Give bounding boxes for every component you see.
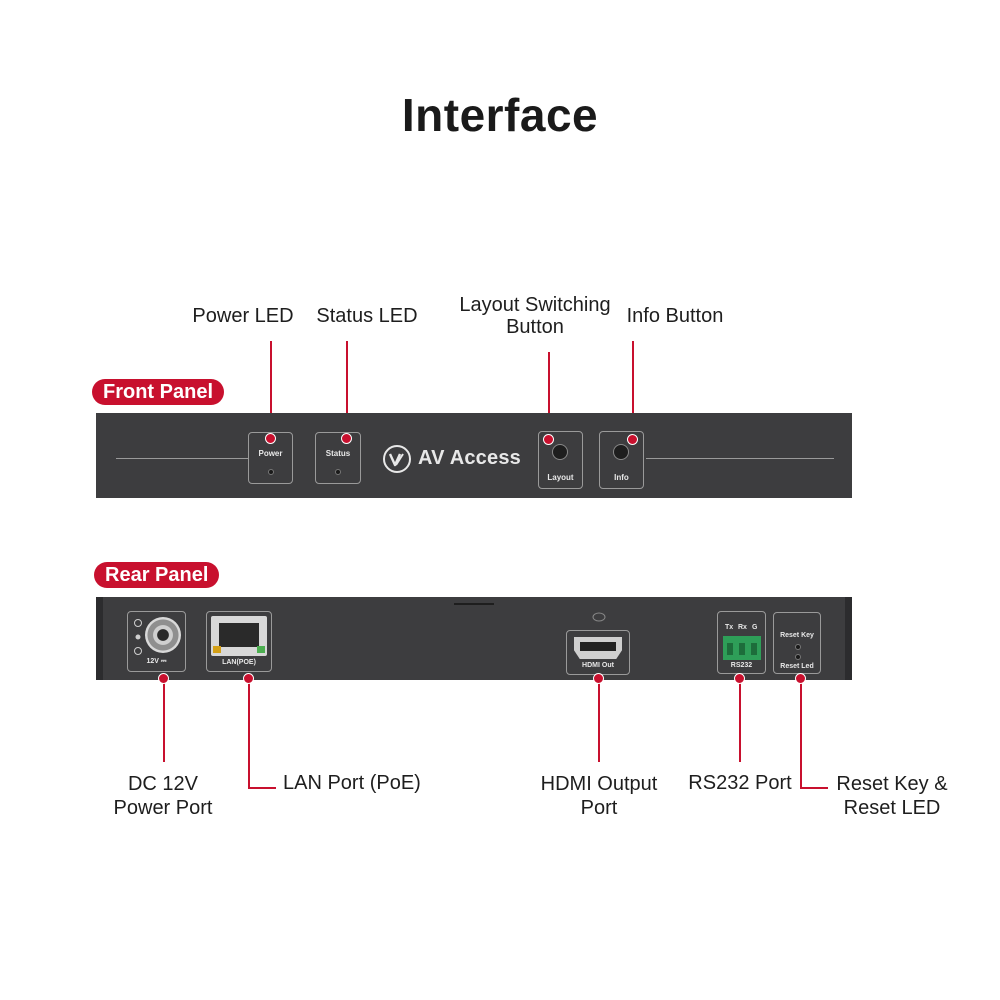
callout-leader-lan-port — [248, 787, 276, 789]
reset-led-silkscreen: Reset Led — [780, 663, 814, 670]
callout-dot-rs232 — [734, 673, 745, 684]
callout-line-hdmi-output — [598, 678, 600, 762]
lan-led-amber — [213, 646, 221, 653]
callout-line-lan-port — [248, 678, 250, 789]
rear-panel-device: 12V ⎓ LAN(POE) HDMI Out Tx Rx G RS232 Re… — [96, 597, 852, 680]
callout-dot-lan-port — [243, 673, 254, 684]
callout-label-layout-line2: Button — [506, 316, 564, 338]
callout-label-hdmi-output: HDMI Output Port — [528, 772, 670, 820]
status-led-indicator: Status — [315, 432, 361, 484]
callout-label-info-button: Info Button — [626, 305, 724, 327]
callout-label-reset-line2: Reset LED — [843, 797, 941, 819]
rear-flange-right — [845, 597, 852, 680]
front-panel-badge: Front Panel — [92, 379, 225, 405]
callout-label-layout-line1: Layout Switching — [459, 294, 611, 316]
reset-key-silkscreen: Reset Key — [780, 632, 814, 639]
callout-dot-status-led — [341, 433, 352, 444]
rs232-housing: Tx Rx G RS232 — [717, 611, 766, 674]
callout-line-layout-button — [548, 352, 550, 439]
lan-port[interactable] — [211, 616, 267, 656]
info-button[interactable] — [613, 444, 629, 460]
callout-dot-dc-power — [158, 673, 169, 684]
lan-silkscreen: LAN(POE) — [222, 659, 256, 666]
callout-label-reset-line1: Reset Key & — [836, 773, 948, 795]
av-access-logo-icon — [382, 444, 412, 474]
rs232-terminal-block[interactable] — [723, 636, 761, 660]
hdmi-socket — [580, 642, 616, 651]
rear-slot — [454, 603, 494, 605]
callout-dot-layout-button — [543, 434, 554, 445]
callout-line-status-led — [346, 341, 348, 438]
power-led-indicator: Power — [248, 432, 293, 484]
lan-port-housing: LAN(POE) — [206, 611, 272, 672]
callout-line-info-button — [632, 341, 634, 439]
rs232-silkscreen: RS232 — [730, 662, 753, 669]
lan-socket — [219, 623, 259, 647]
rs232-terminal-g — [751, 643, 757, 655]
info-button-housing: Info — [599, 431, 644, 489]
dc-power-housing: 12V ⎓ — [127, 611, 186, 672]
front-trim-line-right — [646, 458, 834, 459]
status-silkscreen: Status — [325, 449, 351, 458]
callout-label-dc-power-line2: Power Port — [113, 797, 213, 819]
callout-leader-reset — [800, 787, 828, 789]
reset-housing: Reset Key Reset Led — [773, 612, 821, 674]
brand-name: AV Access — [418, 447, 521, 469]
callout-label-lan-port: LAN Port (PoE) — [283, 772, 421, 794]
page-title: Interface — [401, 89, 599, 141]
rs232-pin-g: G — [752, 624, 758, 631]
reset-key-hole[interactable] — [795, 644, 801, 650]
callout-label-hdmi-line1: HDMI Output — [540, 773, 658, 795]
dc-silkscreen: 12V ⎓ — [146, 658, 167, 665]
rs232-terminal-rx — [739, 643, 745, 655]
callout-dot-power-led — [265, 433, 276, 444]
rs232-terminal-tx — [727, 643, 733, 655]
layout-button[interactable] — [552, 444, 568, 460]
dc-barrel-jack[interactable] — [145, 617, 181, 653]
callout-dot-info-button — [627, 434, 638, 445]
callout-dot-hdmi-output — [593, 673, 604, 684]
reset-led-icon — [795, 654, 801, 660]
hdmi-silkscreen: HDMI Out — [582, 662, 614, 669]
hdmi-port-housing: HDMI Out — [566, 630, 630, 675]
callout-line-dc-power — [163, 678, 165, 762]
callout-line-reset — [800, 678, 802, 789]
callout-label-rs232: RS232 Port — [688, 772, 792, 794]
front-trim-line-left — [116, 458, 248, 459]
polarity-symbol-icon — [133, 618, 143, 656]
front-panel-device: Power Status AV Access Layout Info — [96, 413, 852, 498]
status-led-icon — [335, 469, 341, 475]
callout-label-layout-button: Layout Switching Button — [450, 294, 620, 338]
callout-dot-reset — [795, 673, 806, 684]
callout-line-rs232 — [739, 678, 741, 762]
callout-line-power-led — [270, 341, 272, 438]
layout-silkscreen: Layout — [547, 473, 574, 482]
callout-label-hdmi-line2: Port — [580, 797, 618, 819]
lan-led-green — [257, 646, 265, 653]
info-silkscreen: Info — [614, 473, 629, 482]
rs232-pin-rx: Rx — [738, 624, 747, 631]
layout-button-housing: Layout — [538, 431, 583, 489]
rear-panel-badge: Rear Panel — [94, 562, 220, 588]
callout-label-status-led: Status LED — [316, 305, 418, 327]
power-led-icon — [268, 469, 274, 475]
hdmi-port[interactable] — [574, 637, 622, 659]
hdmi-logo-icon — [592, 609, 606, 622]
callout-label-dc-power-line1: DC 12V — [127, 773, 199, 795]
callout-label-power-led: Power LED — [192, 305, 294, 327]
power-silkscreen: Power — [258, 449, 283, 458]
rear-flange-left — [96, 597, 103, 680]
callout-label-reset: Reset Key & Reset LED — [830, 772, 954, 820]
rs232-pin-tx: Tx — [725, 624, 734, 631]
callout-label-dc-power: DC 12V Power Port — [98, 772, 228, 820]
